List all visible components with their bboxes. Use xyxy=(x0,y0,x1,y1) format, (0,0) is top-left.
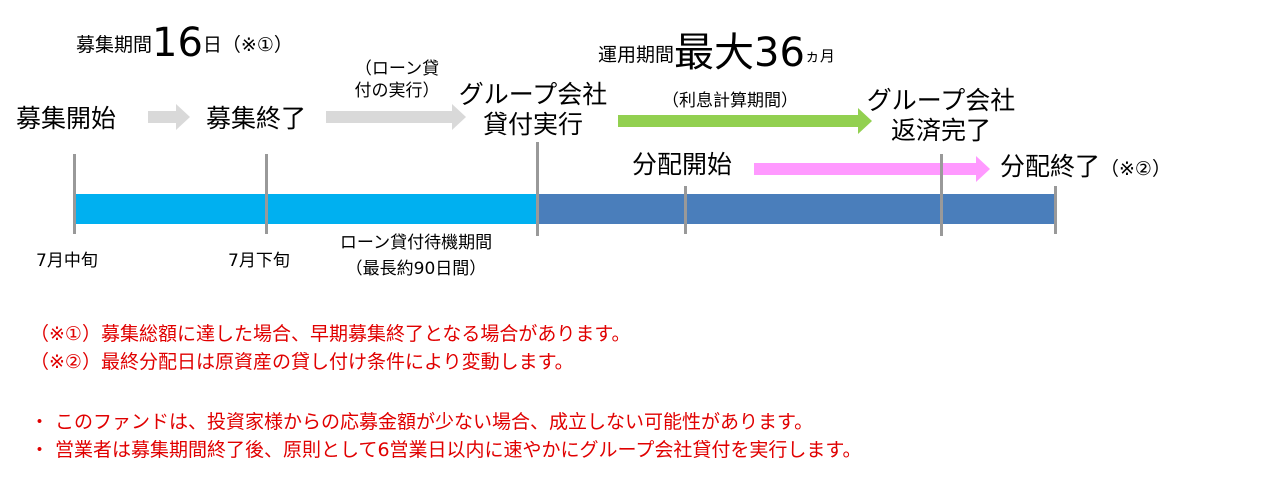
arrow-recruit xyxy=(148,104,190,130)
tick-end xyxy=(1054,186,1057,234)
milestone-dist-end: 分配終了（※②） xyxy=(1000,152,1171,184)
operation-period-prefix: 運用期間 xyxy=(598,44,675,66)
bullet-1: ・ このファンドは、投資家様からの応募金額が少ない場合、成立しない可能性がありま… xyxy=(30,411,814,433)
bullet-2: ・ 営業者は募集期間終了後、原則として6営業日以内に速やかにグループ会社貸付を実… xyxy=(30,439,862,461)
milestone-dist-start: 分配開始 xyxy=(632,150,733,179)
operation-bar xyxy=(538,194,1056,224)
milestone-recruit-end: 募集終了 xyxy=(206,104,307,133)
loan-wait-line2: （最長約90日間） xyxy=(345,259,487,279)
milestone-group-loan-line1: グループ会社 xyxy=(458,80,608,109)
arrow-loan-wait xyxy=(326,104,466,130)
recruit-wait-bar xyxy=(75,194,538,224)
milestone-group-loan: グループ会社 貸付実行 xyxy=(458,80,608,140)
tick-repay xyxy=(940,154,943,236)
milestone-group-repay: グループ会社 返済完了 xyxy=(866,86,1016,146)
recruit-period-suffix: 日（※①） xyxy=(202,34,293,56)
recruit-period-label: 募集期間16日（※①） xyxy=(76,20,293,66)
tick-dist-start xyxy=(684,186,687,234)
date-late-july: 7月下旬 xyxy=(228,251,290,271)
date-mid-july: 7月中旬 xyxy=(36,251,98,271)
milestone-group-repay-line2: 返済完了 xyxy=(890,116,991,145)
milestone-recruit-start: 募集開始 xyxy=(16,104,117,133)
loan-wait-label: ローン貸付待機期間 （最長約90日間） xyxy=(318,230,514,282)
footnote-2: （※②）最終分配日は原資産の貸し付け条件により変動します。 xyxy=(30,351,574,373)
milestone-dist-end-note: （※②） xyxy=(1100,158,1171,180)
arrow-interest xyxy=(618,108,872,134)
tick-recruit-end xyxy=(265,154,268,234)
recruit-period-number: 16 xyxy=(152,20,203,66)
milestone-dist-end-label: 分配終了 xyxy=(1000,152,1101,181)
operation-period-label: 運用期間最大36ヵ月 xyxy=(598,20,835,78)
loan-exec-note-line2: 付の実行） xyxy=(354,81,440,101)
operation-period-number: 最大36 xyxy=(674,30,805,76)
milestone-group-repay-line1: グループ会社 xyxy=(866,86,1016,115)
arrow-distribution xyxy=(754,156,990,182)
milestone-group-loan-line2: 貸付実行 xyxy=(482,110,583,139)
recruit-period-prefix: 募集期間 xyxy=(76,34,153,56)
interest-period-note: （利息計算期間） xyxy=(662,91,798,111)
tick-loan-exec xyxy=(536,142,539,236)
footnote-1: （※①）募集総額に達した場合、早期募集終了となる場合があります。 xyxy=(30,323,631,345)
loan-exec-note-line1: （ローン貸 xyxy=(354,59,440,79)
operation-period-suffix: ヵ月 xyxy=(804,47,835,65)
loan-exec-note: （ローン貸 付の実行） xyxy=(342,58,452,102)
tick-recruit-start xyxy=(73,154,76,234)
loan-wait-line1: ローン貸付待機期間 xyxy=(339,233,493,253)
